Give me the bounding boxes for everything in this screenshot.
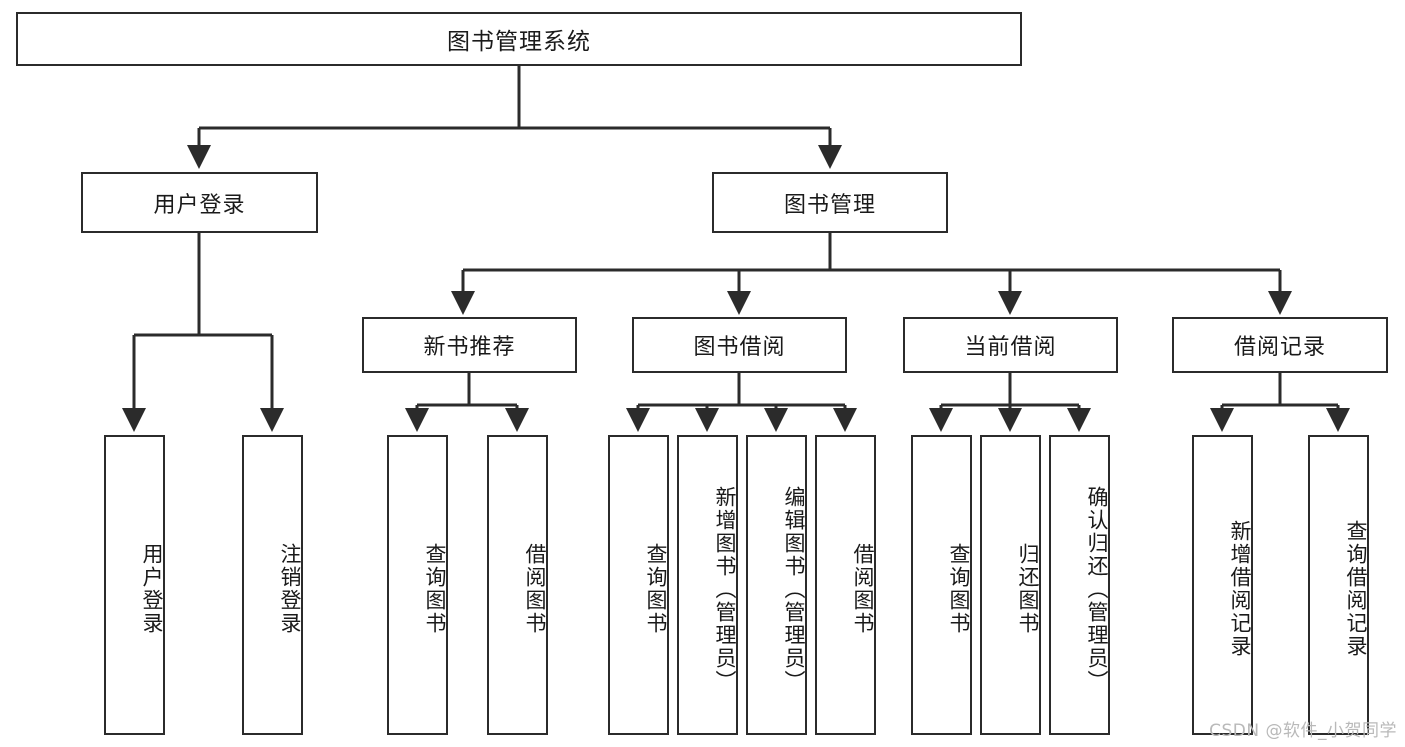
node-label: 归还图书 xyxy=(1016,543,1040,635)
node-new-book-recommend[interactable]: 新书推荐 xyxy=(362,317,577,373)
leaf-confirm-return[interactable]: 确认归还（管理员） xyxy=(1049,435,1110,735)
leaf-add-record[interactable]: 新增借阅记录 xyxy=(1192,435,1253,735)
leaf-query-book-1[interactable]: 查询图书 xyxy=(387,435,448,735)
node-label: 新书推荐 xyxy=(423,335,516,360)
node-label: 新增图书（管理员） xyxy=(713,485,737,693)
node-label: 当前借阅 xyxy=(964,335,1057,360)
leaf-query-book-3[interactable]: 查询图书 xyxy=(911,435,972,735)
leaf-query-record[interactable]: 查询借阅记录 xyxy=(1308,435,1369,735)
node-root-book-management-system[interactable]: 图书管理系统 xyxy=(16,12,1022,66)
leaf-edit-book[interactable]: 编辑图书（管理员） xyxy=(746,435,807,735)
node-label: 确认归还（管理员） xyxy=(1085,485,1109,693)
leaf-borrow-book-2[interactable]: 借阅图书 xyxy=(815,435,876,735)
node-user-login[interactable]: 用户登录 xyxy=(81,172,318,233)
node-label: 借阅图书 xyxy=(523,543,547,635)
node-label: 编辑图书（管理员） xyxy=(782,485,806,693)
node-current-borrow[interactable]: 当前借阅 xyxy=(903,317,1118,373)
node-label: 借阅记录 xyxy=(1233,335,1326,360)
node-label: 查询图书 xyxy=(644,543,668,635)
node-book-management[interactable]: 图书管理 xyxy=(712,172,948,233)
node-label: 用户登录 xyxy=(153,192,246,218)
node-label: 查询图书 xyxy=(947,543,971,635)
node-borrow-record[interactable]: 借阅记录 xyxy=(1172,317,1388,373)
node-label: 新增借阅记录 xyxy=(1228,520,1252,658)
leaf-return-book[interactable]: 归还图书 xyxy=(980,435,1041,735)
node-label: 图书管理 xyxy=(783,192,876,218)
node-label: 查询借阅记录 xyxy=(1344,520,1368,658)
node-label: 图书借阅 xyxy=(693,335,786,360)
leaf-query-book-2[interactable]: 查询图书 xyxy=(608,435,669,735)
leaf-user-logout[interactable]: 注销登录 xyxy=(242,435,303,735)
leaf-user-login[interactable]: 用户登录 xyxy=(104,435,165,735)
leaf-borrow-book-1[interactable]: 借阅图书 xyxy=(487,435,548,735)
node-label: 图书管理系统 xyxy=(447,29,591,55)
node-label: 借阅图书 xyxy=(851,543,875,635)
csdn-watermark: CSDN @软件_小贺同学 xyxy=(1209,721,1397,741)
node-label: 用户登录 xyxy=(140,543,164,635)
node-label: 注销登录 xyxy=(278,543,302,635)
leaf-add-book[interactable]: 新增图书（管理员） xyxy=(677,435,738,735)
node-book-borrow[interactable]: 图书借阅 xyxy=(632,317,847,373)
node-label: 查询图书 xyxy=(423,543,447,635)
